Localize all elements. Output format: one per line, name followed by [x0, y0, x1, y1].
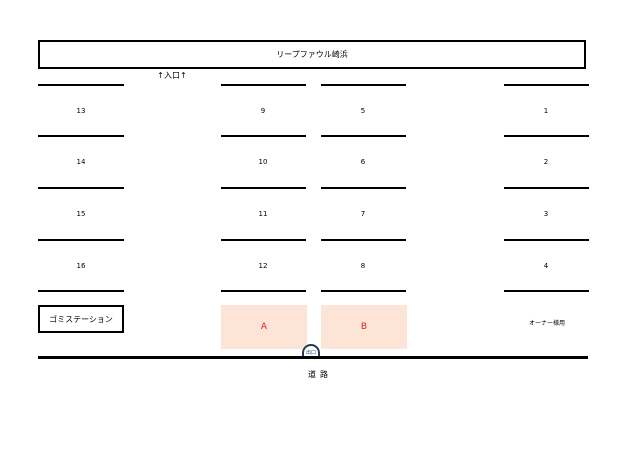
stall-4: 4 — [543, 262, 549, 270]
building-name: リープファウル崎浜 — [38, 40, 586, 69]
stall-line — [38, 239, 124, 241]
stall-line — [221, 239, 306, 241]
trash-station: ゴミステーション — [38, 305, 124, 333]
stall-line — [38, 84, 124, 86]
stall-line — [504, 239, 589, 241]
stall-13: 13 — [76, 107, 86, 115]
stall-7: 7 — [360, 210, 366, 218]
stall-line — [221, 135, 306, 137]
stall-line — [38, 135, 124, 137]
stall-line — [221, 84, 306, 86]
stall-line — [221, 290, 306, 292]
spot-a: A — [221, 305, 307, 349]
stall-line — [38, 187, 124, 189]
stall-12: 12 — [258, 262, 268, 270]
stall-1: 1 — [543, 107, 549, 115]
stall-9: 9 — [260, 107, 266, 115]
stall-line — [504, 135, 589, 137]
stall-line — [321, 135, 406, 137]
stall-16: 16 — [76, 262, 86, 270]
stall-2: 2 — [543, 158, 549, 166]
exit-mark: 出口 — [302, 344, 320, 356]
stall-line — [504, 187, 589, 189]
spot-b: B — [321, 305, 407, 349]
stall-11: 11 — [258, 210, 268, 218]
stall-15: 15 — [76, 210, 86, 218]
stall-line — [38, 290, 124, 292]
stall-5: 5 — [360, 107, 366, 115]
stall-line — [504, 84, 589, 86]
road-label: 道路 — [308, 370, 332, 379]
road-line — [38, 356, 588, 359]
stall-14: 14 — [76, 158, 86, 166]
stall-6: 6 — [360, 158, 366, 166]
stall-line — [221, 187, 306, 189]
stall-10: 10 — [258, 158, 268, 166]
entrance-label: ↑入口↑ — [157, 71, 187, 80]
stall-8: 8 — [360, 262, 366, 270]
stall-line — [504, 290, 589, 292]
stall-line — [321, 290, 406, 292]
owner-use-label: オーナー様用 — [528, 320, 565, 327]
stall-3: 3 — [543, 210, 549, 218]
stall-line — [321, 187, 406, 189]
stall-line — [321, 84, 406, 86]
stall-line — [321, 239, 406, 241]
